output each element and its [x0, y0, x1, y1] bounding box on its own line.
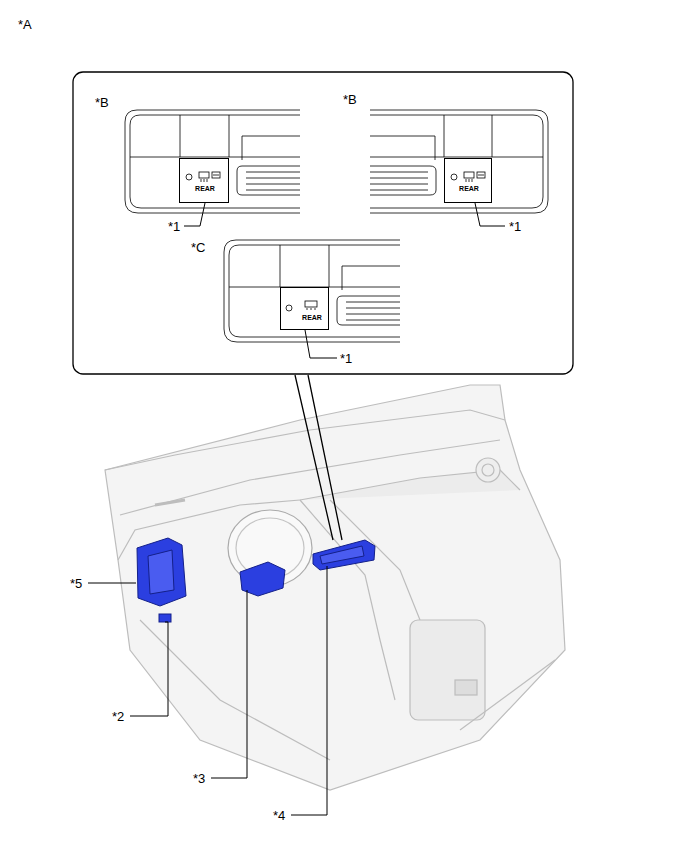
callout-number: *1: [168, 220, 180, 233]
switch-text: REAR: [459, 185, 479, 192]
switch-box: REAR: [280, 287, 329, 330]
view-label: *B: [95, 96, 109, 109]
callout-number: *5: [70, 577, 82, 590]
switch-box: REAR: [444, 158, 492, 203]
callout-number: *4: [273, 809, 285, 822]
callout-number: *3: [193, 772, 205, 785]
switch-box: REAR: [179, 158, 229, 203]
view-label: *B: [343, 93, 357, 106]
callout-number: *1: [509, 220, 521, 233]
view-label: *A: [18, 18, 32, 31]
callout-number: *2: [112, 710, 124, 723]
view-label: *C: [191, 241, 205, 254]
switch-text: REAR: [302, 314, 322, 321]
callout-number: *1: [340, 352, 352, 365]
switch-text: REAR: [195, 185, 215, 192]
